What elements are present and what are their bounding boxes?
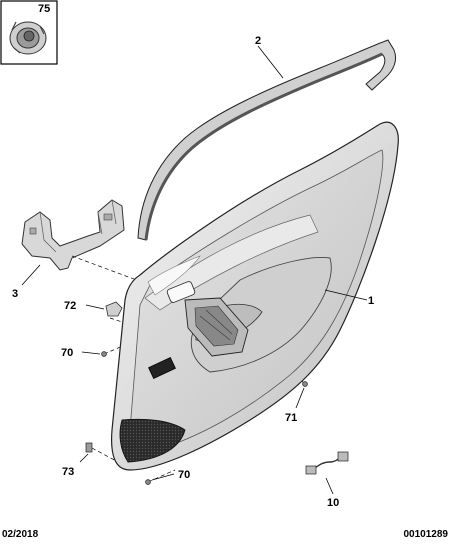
- callout-71: 71: [285, 412, 297, 424]
- part-71-screw: 71: [285, 381, 308, 424]
- callout-75: 75: [38, 3, 50, 15]
- callout-70-lower: 70: [178, 469, 190, 481]
- callout-10: 10: [327, 497, 339, 509]
- part-10-wiring-connector: 10: [305, 451, 349, 509]
- part-70-screw-upper: 70: [61, 347, 107, 359]
- callout-72: 72: [64, 300, 76, 312]
- part-72-clip: 72: [64, 300, 123, 317]
- part-2-window-trim: 2: [137, 35, 397, 241]
- callout-2: 2: [255, 35, 261, 47]
- part-73-pin: 73: [62, 442, 93, 478]
- part-3-bracket: 3: [12, 199, 125, 300]
- callout-73: 73: [62, 466, 74, 478]
- footer-date: 02/2018: [2, 529, 39, 540]
- callout-3: 3: [12, 288, 18, 300]
- part-75-inset: 75: [0, 0, 58, 65]
- part-1-door-panel: 1: [110, 121, 399, 471]
- part-70-screw-lower: 70: [145, 469, 190, 485]
- footer-reference-number: 00101289: [403, 529, 449, 540]
- window-switch-bezel: [184, 297, 249, 357]
- callout-1: 1: [368, 295, 374, 307]
- callout-70-upper: 70: [61, 347, 73, 359]
